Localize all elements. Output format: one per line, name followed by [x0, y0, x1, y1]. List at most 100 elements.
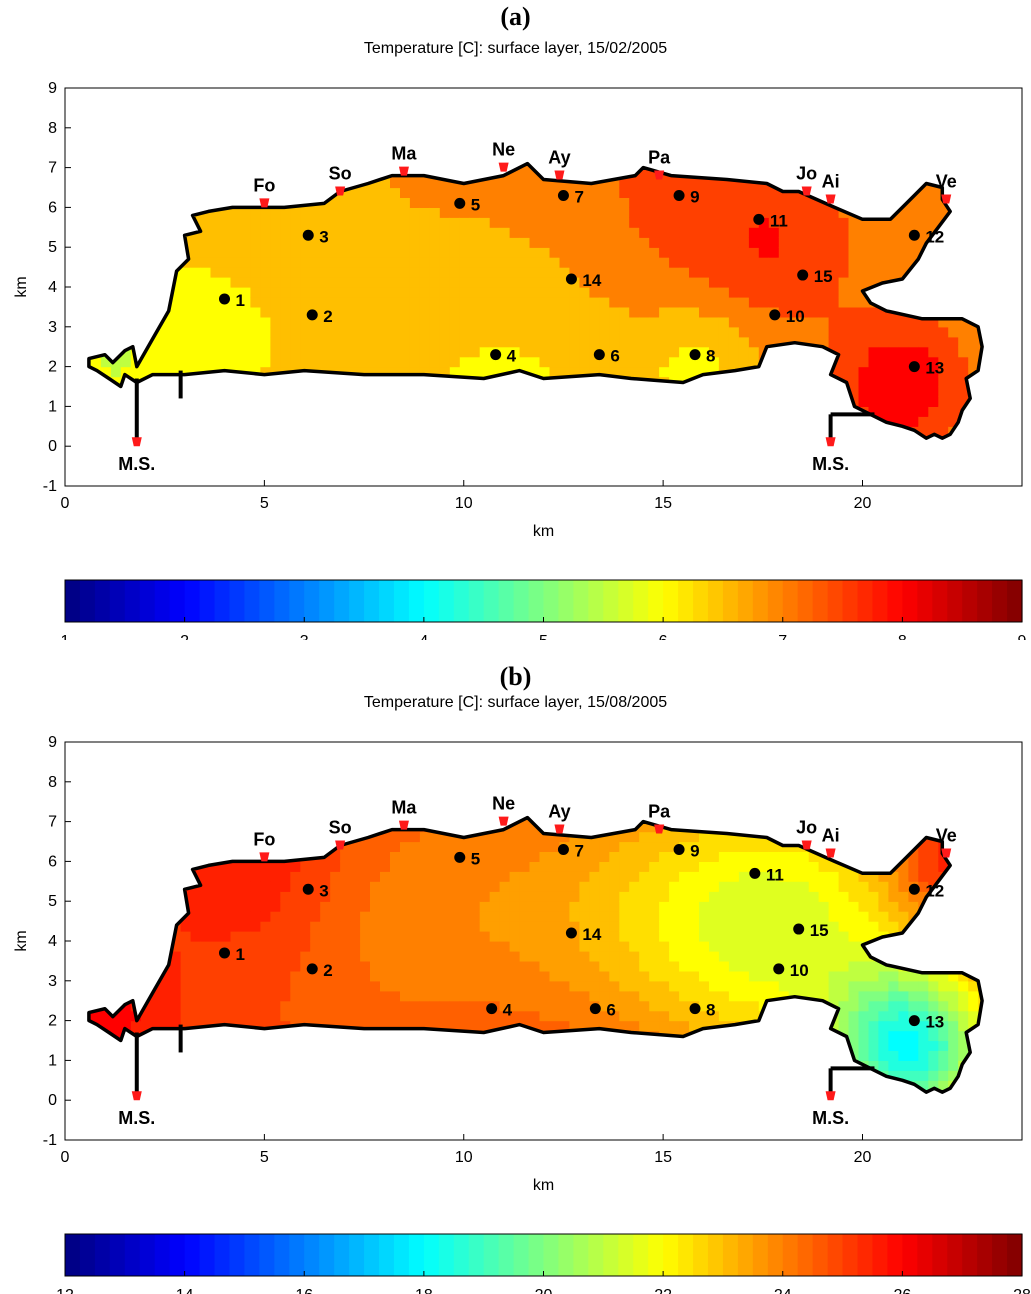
- temperature-cell: [928, 207, 939, 218]
- temperature-cell: [360, 931, 371, 942]
- temperature-cell: [619, 871, 630, 882]
- temperature-cell: [480, 921, 491, 932]
- temperature-cell: [569, 257, 580, 268]
- temperature-cell: [540, 237, 551, 248]
- temperature-cell: [629, 951, 640, 962]
- temperature-cell: [290, 327, 301, 338]
- station-marker: [454, 198, 465, 209]
- colorbar-swatch: [364, 580, 380, 622]
- temperature-cell: [729, 207, 740, 218]
- temperature-cell: [510, 871, 521, 882]
- temperature-cell: [500, 971, 511, 982]
- temperature-cell: [520, 307, 531, 318]
- temperature-cell: [490, 337, 501, 348]
- temperature-cell: [460, 347, 471, 358]
- temperature-cell: [430, 1011, 441, 1022]
- temperature-cell: [530, 871, 541, 882]
- temperature-cell: [689, 891, 700, 902]
- temperature-cell: [599, 188, 610, 199]
- temperature-cell: [699, 931, 710, 942]
- temperature-cell: [530, 257, 541, 268]
- temperature-cell: [869, 337, 880, 348]
- temperature-cell: [250, 981, 261, 992]
- temperature-cell: [450, 1001, 461, 1012]
- temperature-cell: [231, 931, 242, 942]
- y-tick-label: 8: [48, 120, 57, 137]
- temperature-cell: [450, 217, 461, 228]
- temperature-cell: [480, 287, 491, 298]
- temperature-cell: [410, 237, 421, 248]
- temperature-cell: [729, 287, 740, 298]
- temperature-cell: [211, 267, 222, 278]
- temperature-cell: [799, 287, 810, 298]
- temperature-cell: [260, 357, 271, 368]
- temperature-cell: [340, 207, 351, 218]
- y-tick-label: 7: [48, 160, 57, 177]
- temperature-cell: [569, 941, 580, 952]
- temperature-cell: [350, 1001, 361, 1012]
- temperature-cell: [470, 247, 481, 258]
- temperature-cell: [629, 178, 640, 189]
- temperature-cell: [241, 257, 252, 268]
- temperature-cell: [420, 257, 431, 268]
- temperature-cell: [211, 981, 222, 992]
- temperature-cell: [629, 1011, 640, 1022]
- temperature-cell: [250, 317, 261, 328]
- temperature-cell: [181, 1011, 192, 1022]
- temperature-cell: [450, 357, 461, 368]
- temperature-cell: [340, 287, 351, 298]
- temperature-cell: [749, 921, 760, 932]
- temperature-cell: [470, 267, 481, 278]
- temperature-cell: [470, 1011, 481, 1022]
- temperature-cell: [400, 197, 411, 208]
- temperature-cell: [410, 951, 421, 962]
- temperature-cell: [430, 207, 441, 218]
- temperature-cell: [659, 188, 670, 199]
- temperature-cell: [520, 227, 531, 238]
- temperature-cell: [609, 188, 620, 199]
- temperature-cell: [340, 1011, 351, 1022]
- temperature-cell: [749, 1001, 760, 1012]
- temperature-cell: [510, 197, 521, 208]
- temperature-cell: [729, 861, 740, 872]
- temperature-cell: [769, 277, 780, 288]
- temperature-cell: [440, 1011, 451, 1022]
- colorbar-tick-label: 7: [778, 633, 787, 640]
- temperature-cell: [370, 267, 381, 278]
- temperature-cell: [350, 971, 361, 982]
- temperature-cell: [290, 971, 301, 982]
- colorbar-tick-label: 1: [61, 633, 70, 640]
- temperature-cell: [609, 327, 620, 338]
- temperature-cell: [589, 188, 600, 199]
- temperature-cell: [898, 247, 909, 258]
- temperature-cell: [560, 951, 571, 962]
- temperature-cell: [340, 267, 351, 278]
- temperature-cell: [938, 377, 949, 388]
- temperature-cell: [579, 337, 590, 348]
- temperature-cell: [241, 1011, 252, 1022]
- temperature-cell: [520, 901, 531, 912]
- temperature-cell: [450, 227, 461, 238]
- temperature-cell: [211, 961, 222, 972]
- temperature-cell: [470, 337, 481, 348]
- temperature-cell: [759, 267, 770, 278]
- temperature-cell: [380, 941, 391, 952]
- temperature-cell: [540, 337, 551, 348]
- temperature-cell: [589, 861, 600, 872]
- temperature-cell: [619, 861, 630, 872]
- temperature-cell: [300, 297, 311, 308]
- temperature-cell: [619, 197, 630, 208]
- temperature-cell: [550, 961, 561, 972]
- colorbar-swatch: [65, 580, 81, 622]
- temperature-cell: [629, 217, 640, 228]
- temperature-cell: [739, 931, 750, 942]
- temperature-cell: [151, 1011, 162, 1022]
- temperature-cell: [709, 861, 720, 872]
- temperature-cell: [370, 327, 381, 338]
- temperature-cell: [938, 327, 949, 338]
- temperature-cell: [300, 931, 311, 942]
- temperature-cell: [310, 247, 321, 258]
- temperature-cell: [201, 337, 212, 348]
- temperature-cell: [450, 951, 461, 962]
- temperature-cell: [181, 337, 192, 348]
